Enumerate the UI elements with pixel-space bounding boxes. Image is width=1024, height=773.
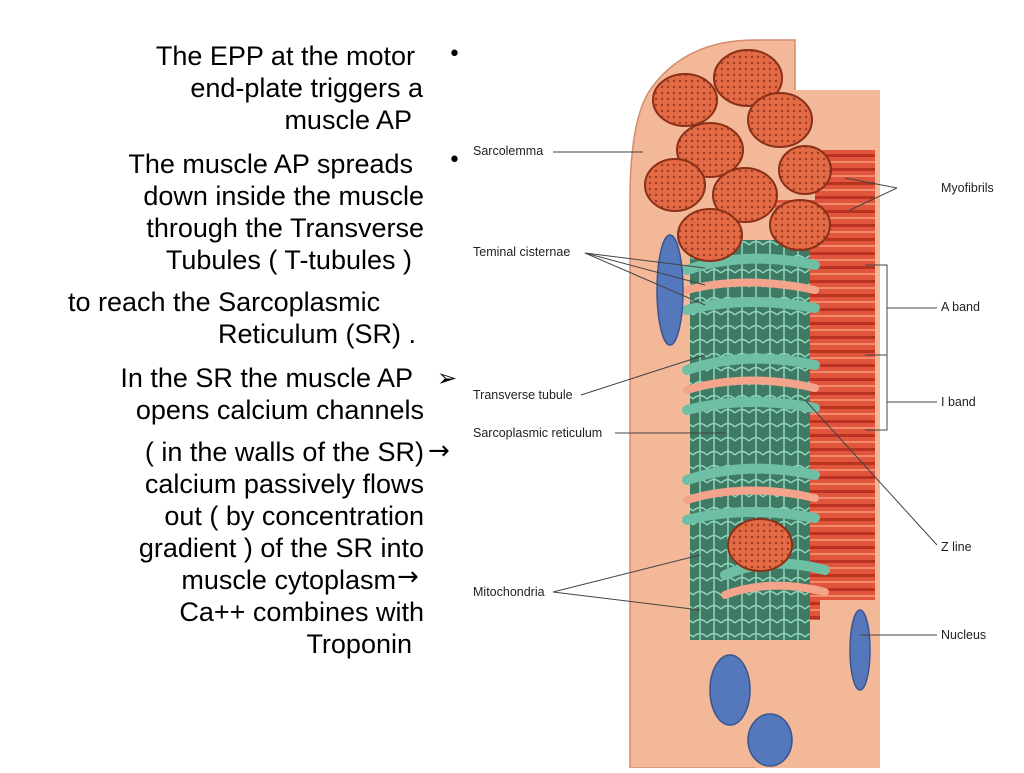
text-line: Ca++ combines with <box>179 597 424 627</box>
text-line: opens calcium channels <box>135 395 424 425</box>
label-i-band: I band <box>941 395 976 409</box>
label-nucleus: Nucleus <box>941 628 987 642</box>
muscle-fiber-illustration <box>552 39 938 769</box>
text-line: The muscle AP spreads <box>128 149 413 179</box>
text-line: to reach the Sarcoplasmic <box>68 287 381 317</box>
text-line: Reticulum (SR) . <box>217 319 416 349</box>
slide-text: The EPP at the motor end-plate triggers … <box>0 0 470 768</box>
bullet-dot-icon: • <box>448 42 461 67</box>
text-line: gradient ) of the SR into <box>138 533 424 563</box>
text-line: muscle AP <box>284 105 412 135</box>
text-line: end-plate triggers a <box>190 73 423 103</box>
text-line: out ( by concentration <box>164 501 424 531</box>
label-transverse-tubule: Transverse tubule <box>473 388 573 402</box>
text-line: muscle cytoplasm <box>181 565 396 595</box>
label-mitochondria: Mitochondria <box>473 585 545 599</box>
label-myofibrils: Myofibrils <box>941 181 994 195</box>
bullet-dot-icon: • <box>448 148 461 173</box>
chevron-bullet-icon: ➢ <box>437 364 458 392</box>
text-line: calcium passively flows <box>144 469 424 499</box>
label-terminal-cisternae: Teminal cisternae <box>473 245 571 259</box>
label-z-line: Z line <box>941 540 972 554</box>
arrow-icon: → <box>397 562 419 592</box>
text-line: Troponin <box>306 629 412 659</box>
label-sarcolemma: Sarcolemma <box>473 144 544 158</box>
text-line: down inside the muscle <box>143 181 424 211</box>
text-line: through the Transverse <box>146 213 424 243</box>
arrow-icon: → <box>428 436 450 466</box>
text-line: ( in the walls of the SR) <box>144 437 424 467</box>
text-line: Tubules ( T-tubules ) <box>165 245 412 275</box>
text-line: The EPP at the motor <box>155 41 415 71</box>
label-sarcoplasmic-reticulum: Sarcoplasmic reticulum <box>473 426 603 440</box>
label-a-band: A band <box>941 300 980 314</box>
muscle-fiber-diagram: Sarcolemma Myofibrils Teminal cisternae … <box>455 0 1024 769</box>
text-line: In the SR the muscle AP <box>120 363 413 393</box>
